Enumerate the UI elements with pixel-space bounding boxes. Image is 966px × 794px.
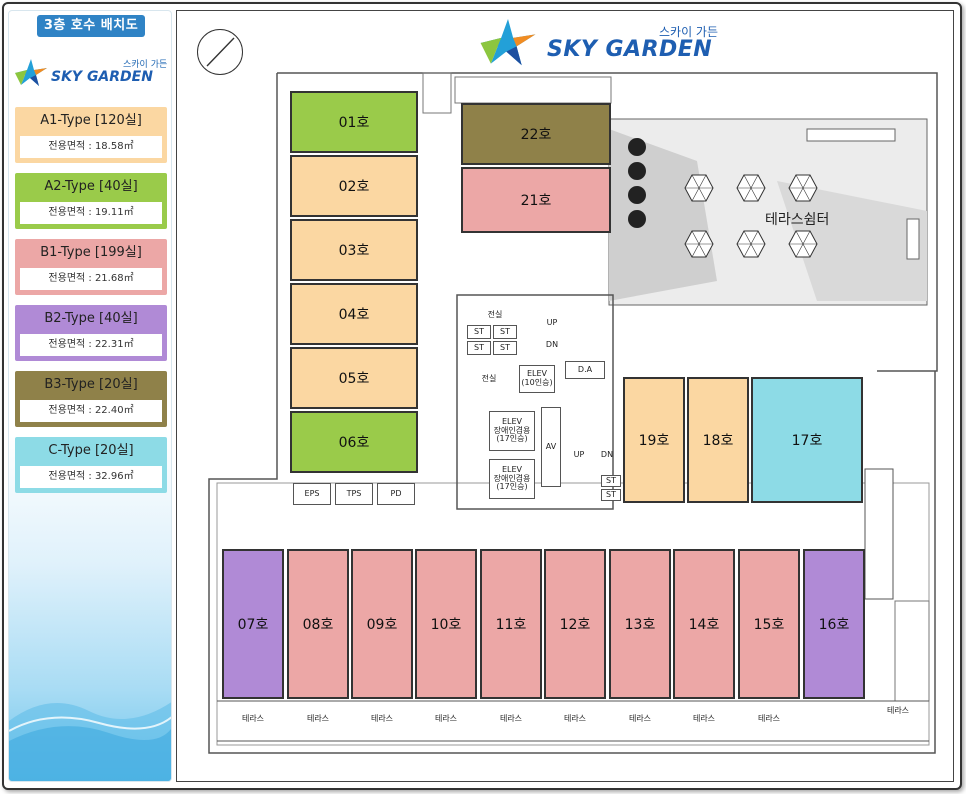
tps-room: TPS	[335, 483, 373, 505]
type-name: B3-Type [20실]	[44, 377, 138, 392]
elevator-10: ELEV (10인승)	[519, 365, 555, 393]
terrace-label: 테라스	[628, 714, 652, 723]
vestibule-label: 전실	[487, 309, 503, 319]
unit-09[interactable]: 09호	[351, 549, 413, 699]
type-name: B2-Type [40실]	[44, 311, 138, 326]
type-card-b2: B2-Type [40실] 전용면적 : 22.31㎡	[15, 305, 167, 361]
av-room: AV	[541, 407, 561, 487]
stair-room: ST	[493, 341, 517, 355]
terrace-label: 테라스	[306, 714, 330, 723]
type-card-b3: B3-Type [20실] 전용면적 : 22.40㎡	[15, 371, 167, 427]
stair-up-label: UP	[546, 317, 558, 327]
type-area: 전용면적 : 21.68㎡	[20, 268, 162, 290]
terrace-shelter-label: 테라스쉼터	[765, 212, 830, 228]
stair-up-label: UP	[573, 449, 585, 459]
type-card-c: C-Type [20실] 전용면적 : 32.96㎡	[15, 437, 167, 493]
type-area: 전용면적 : 22.31㎡	[20, 334, 162, 356]
unit-12[interactable]: 12호	[544, 549, 606, 699]
unit-02[interactable]: 02호	[290, 155, 418, 217]
terrace-label: 테라스	[886, 706, 910, 715]
unit-07[interactable]: 07호	[222, 549, 284, 699]
pd-room: PD	[377, 483, 415, 505]
stair-room: ST	[493, 325, 517, 339]
wave-decoration	[9, 702, 171, 781]
eps-room: EPS	[293, 483, 331, 505]
terrace-label: 테라스	[757, 714, 781, 723]
unit-08[interactable]: 08호	[287, 549, 349, 699]
unit-16[interactable]: 16호	[803, 549, 865, 699]
unit-05[interactable]: 05호	[290, 347, 418, 409]
elevator-17b: ELEV 장애인겸용 (17인승)	[489, 459, 535, 499]
unit-15[interactable]: 15호	[738, 549, 800, 699]
panel-title: 3층 호수 배치도	[37, 15, 145, 37]
type-area: 전용면적 : 32.96㎡	[20, 466, 162, 488]
type-card-b1: B1-Type [199실] 전용면적 : 21.68㎡	[15, 239, 167, 295]
unit-13[interactable]: 13호	[609, 549, 671, 699]
plan-outline	[208, 72, 938, 754]
panel-logo: 스카이 가든 SKY GARDEN	[13, 55, 171, 89]
type-name: A1-Type [120실]	[40, 113, 142, 128]
unit-22[interactable]: 22호	[461, 103, 611, 165]
vestibule-label: 전실	[481, 373, 497, 383]
elevator-17a: ELEV 장애인겸용 (17인승)	[489, 411, 535, 451]
type-name: C-Type [20실]	[48, 443, 134, 458]
stair-down-label: DN	[545, 339, 559, 349]
unit-01[interactable]: 01호	[290, 91, 418, 153]
type-card-a2: A2-Type [40실] 전용면적 : 19.11㎡	[15, 173, 167, 229]
main-logo: 스카이 가든 SKY GARDEN	[473, 19, 753, 69]
stair-down-label: DN	[600, 449, 614, 459]
type-name: B1-Type [199실]	[40, 245, 142, 260]
panel-logo-kr: 스카이 가든	[123, 60, 168, 70]
unit-21[interactable]: 21호	[461, 167, 611, 233]
stair-room: ST	[467, 325, 491, 339]
main-logo-en: SKY GARDEN	[547, 37, 713, 62]
type-area: 전용면적 : 18.58㎡	[20, 136, 162, 158]
terrace-label: 테라스	[370, 714, 394, 723]
unit-17[interactable]: 17호	[751, 377, 863, 503]
unit-06[interactable]: 06호	[290, 411, 418, 473]
unit-03[interactable]: 03호	[290, 219, 418, 281]
terrace-label: 테라스	[499, 714, 523, 723]
unit-14[interactable]: 14호	[673, 549, 735, 699]
stair-room: ST	[601, 489, 621, 501]
unit-19[interactable]: 19호	[623, 377, 685, 503]
terrace-label: 테라스	[241, 714, 265, 723]
north-arrow-icon	[197, 29, 243, 75]
type-area: 전용면적 : 19.11㎡	[20, 202, 162, 224]
terrace-label: 테라스	[692, 714, 716, 723]
unit-04[interactable]: 04호	[290, 283, 418, 345]
floor-plan: 스카이 가든 SKY GARDEN 테라스쉼터 01호 02호 03호 04호 …	[176, 10, 954, 782]
panel-logo-en: SKY GARDEN	[51, 69, 153, 85]
type-name: A2-Type [40실]	[44, 179, 138, 194]
star-logo-icon	[480, 19, 536, 66]
legend-panel: 3층 호수 배치도 스카이 가든 SKY GARDEN A1-Type [120…	[8, 10, 172, 782]
duct-area: D.A	[565, 361, 605, 379]
type-card-a1: A1-Type [120실] 전용면적 : 18.58㎡	[15, 107, 167, 163]
main-logo-kr: 스카이 가든	[659, 25, 719, 39]
stair-room: ST	[467, 341, 491, 355]
star-logo-icon	[15, 59, 47, 86]
stair-room: ST	[601, 475, 621, 487]
unit-18[interactable]: 18호	[687, 377, 749, 503]
unit-11[interactable]: 11호	[480, 549, 542, 699]
terrace-label: 테라스	[563, 714, 587, 723]
type-area: 전용면적 : 22.40㎡	[20, 400, 162, 422]
terrace-label: 테라스	[434, 714, 458, 723]
unit-10[interactable]: 10호	[415, 549, 477, 699]
